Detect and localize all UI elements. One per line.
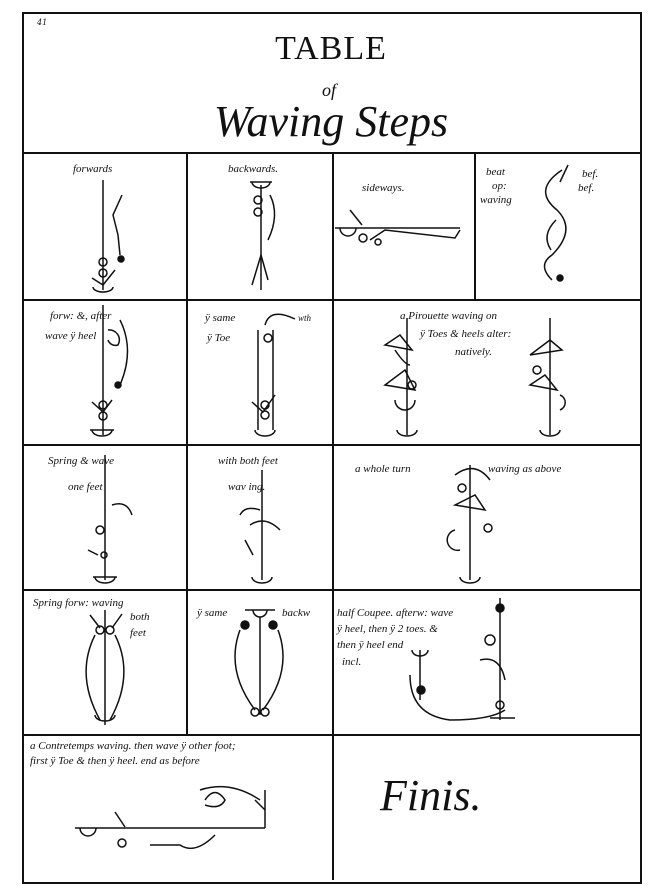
page-number: 41 [37,18,48,27]
label-pirouette-2: ÿ Toes & heels alter: [420,328,512,340]
title-table: TABLE [275,30,387,67]
notation-beat [543,164,569,282]
label-half-coupee-2: ÿ heel, then ÿ 2 toes. & [337,623,438,635]
label-whole-turn-2: waving as above [488,463,562,475]
label-forw-after-2: wave ÿ heel [45,330,97,342]
label-same-toe-wth: wth [298,313,312,323]
title-of: of [322,80,337,100]
label-forw-after-1: forw: &, after [50,310,112,322]
notation-contretemps [75,785,266,850]
label-spring-wave-1: Spring & wave [48,455,114,467]
label-beat-op: op: [492,180,507,192]
notation-sideways [335,209,461,246]
label-same-backw-1: ÿ same [197,607,228,619]
notation-spring-wave [87,455,133,584]
label-spring-forw-3: feet [130,627,146,639]
label-beat-bef: bef. [582,168,599,180]
label-spring-forw-1: Spring forw: waving [33,597,124,609]
finis-text: Finis. [380,771,482,820]
notation-backwards [250,181,276,290]
label-forwards: forwards [73,163,113,175]
notation-forwards [91,180,125,293]
label-same-backw-2: backw [282,607,311,619]
label-pirouette-3: natively. [455,346,492,358]
notation-pirouette [383,318,566,437]
label-contretemps-2: first ÿ Toe & then ÿ heel. end as before [30,755,200,767]
label-backwards: backwards. [228,163,279,175]
grid-lines [22,152,640,880]
notation-forw-after [90,305,129,437]
notation-spring-forw [85,610,125,725]
label-sideways: sideways. [362,182,405,194]
label-pirouette-1: a Pirouette waving on [400,310,498,322]
title-waving-steps: Waving Steps [213,97,449,146]
label-contretemps-1: a Contretemps waving. then wave ÿ other … [30,740,236,752]
label-half-coupee-1: half Coupee. afterw: wave [337,607,454,619]
label-both-feet-2: wav ing. [228,481,266,493]
label-both-feet-1: with both feet [218,455,278,467]
label-same-toe-1: ÿ same [205,312,236,324]
page-border [22,12,642,884]
label-beat-waving: waving [480,194,512,206]
label-half-coupee-3: then ÿ heel end [337,639,404,651]
label-beat: beat [486,166,505,178]
label-whole-turn-1: a whole turn [355,463,411,475]
label-half-coupee-4: incl. [342,656,362,668]
notation-same-toe [251,313,296,437]
notation-both-feet [239,470,281,584]
notation-whole-turn [446,465,493,584]
label-spring-forw-2: both [130,611,150,623]
label-beat-bef2: bef. [578,182,595,194]
label-same-toe-2: ÿ Toe [207,332,231,344]
label-spring-wave-2: one feet [68,481,103,493]
notation-half-coupee [409,598,515,721]
notation-same-backw [234,609,284,717]
